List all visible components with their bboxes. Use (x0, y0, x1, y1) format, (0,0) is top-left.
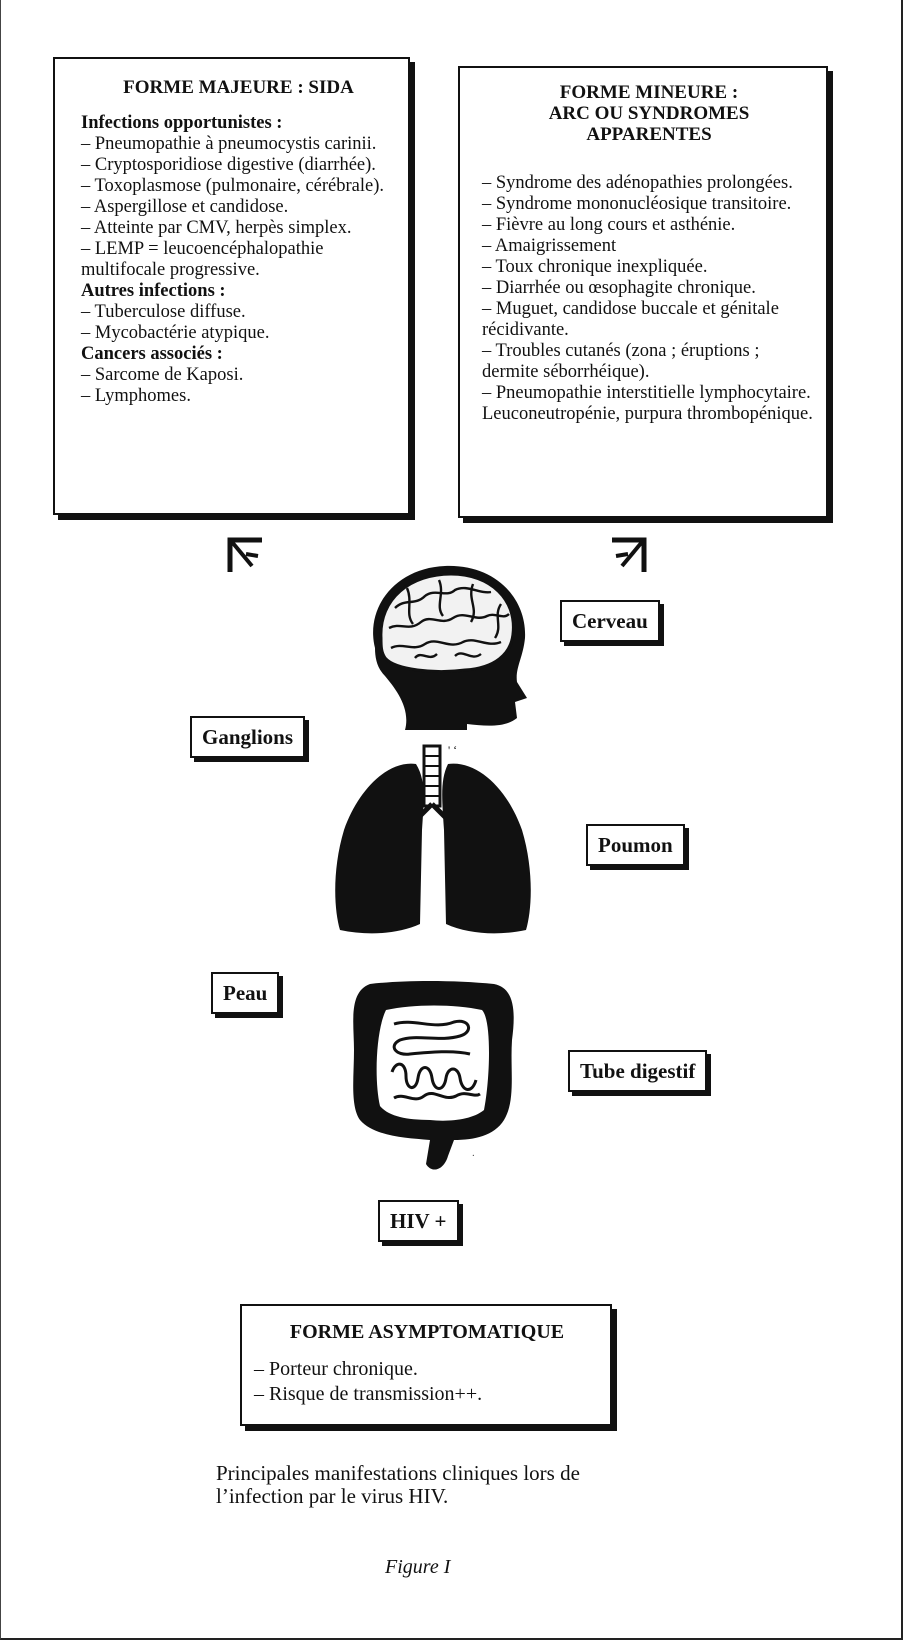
list-item: – Atteinte par CMV, herpès simplex. (81, 218, 396, 239)
section-heading: Autres infections : (81, 281, 396, 302)
figure-label: Figure I (385, 1556, 450, 1579)
asymptomatic-form-title: FORME ASYMPTOMATIQUE (254, 1322, 600, 1343)
minor-form-list: – Syndrome des adénopathies prolongées. … (482, 173, 816, 425)
list-item: – Cryptosporidiose digestive (diarrhée). (81, 155, 396, 176)
label-tube-digestif: Tube digestif (568, 1050, 707, 1092)
list-item: – LEMP = leucoencéphalopathie multifocal… (81, 239, 396, 281)
major-form-content: Infections opportunistes : – Pneumopathi… (81, 113, 396, 407)
label-peau: Peau (211, 972, 279, 1014)
list-item: – Mycobactérie atypique. (81, 323, 396, 344)
section-heading: Infections opportunistes : (81, 113, 396, 134)
minor-title-line: APPARENTES (482, 124, 816, 145)
list-item: – Fièvre au long cours et asthénie. (482, 215, 816, 236)
intestines-icon: . (344, 980, 520, 1176)
lungs-icon: ' ‘ (328, 740, 538, 940)
other-infections-section: Autres infections : – Tuberculose diffus… (81, 281, 396, 344)
list-item: – Pneumopathie interstitielle lymphocyta… (482, 383, 816, 425)
minor-title-line: ARC OU SYNDROMES (482, 103, 816, 124)
list-item: – Porteur chronique. (254, 1357, 600, 1382)
minor-title-line: FORME MINEURE : (482, 82, 816, 103)
list-item: – Syndrome des adénopathies prolongées. (482, 173, 816, 194)
arrow-up-right-icon (606, 530, 652, 576)
list-item: – Risque de transmission++. (254, 1382, 600, 1407)
list-item: – Diarrhée ou œsophagite chronique. (482, 278, 816, 299)
list-item: – Toux chronique inexpliquée. (482, 257, 816, 278)
list-item: – Troubles cutanés (zona ; éruptions ; d… (482, 341, 816, 383)
list-item: – Sarcome de Kaposi. (81, 365, 396, 386)
caption-line: Principales manifestations cliniques lor… (216, 1462, 580, 1485)
asymptomatic-form-box: FORME ASYMPTOMATIQUE – Porteur chronique… (240, 1304, 612, 1426)
major-form-title: FORME MAJEURE : SIDA (81, 77, 396, 98)
section-heading: Cancers associés : (81, 344, 396, 365)
svg-text:' ‘: ' ‘ (448, 743, 457, 757)
major-form-box: FORME MAJEURE : SIDA Infections opportun… (53, 57, 410, 515)
asymptomatic-list: – Porteur chronique. – Risque de transmi… (254, 1357, 600, 1407)
arrow-up-left-icon (222, 530, 268, 576)
list-item: – Syndrome mononucléosique transitoire. (482, 194, 816, 215)
minor-form-title: FORME MINEURE : ARC OU SYNDROMES APPAREN… (482, 82, 816, 145)
list-item: – Aspergillose et candidose. (81, 197, 396, 218)
list-item: – Amaigrissement (482, 236, 816, 257)
label-hiv: HIV + (378, 1200, 459, 1242)
brain-head-icon (355, 558, 535, 730)
list-item: – Lymphomes. (81, 386, 396, 407)
list-item: – Tuberculose diffuse. (81, 302, 396, 323)
list-item: – Muguet, candidose buccale et génitale … (482, 299, 816, 341)
opportunistic-infections-section: Infections opportunistes : – Pneumopathi… (81, 113, 396, 281)
caption-line: l’infection par le virus HIV. (216, 1485, 580, 1508)
figure-caption: Principales manifestations cliniques lor… (216, 1462, 580, 1508)
list-item: – Toxoplasmose (pulmonaire, cérébrale). (81, 176, 396, 197)
label-poumon: Poumon (586, 824, 685, 866)
associated-cancers-section: Cancers associés : – Sarcome de Kaposi. … (81, 344, 396, 407)
list-item: – Pneumopathie à pneumocystis carinii. (81, 134, 396, 155)
label-ganglions: Ganglions (190, 716, 305, 758)
label-cerveau: Cerveau (560, 600, 660, 642)
minor-form-box: FORME MINEURE : ARC OU SYNDROMES APPAREN… (458, 66, 828, 518)
svg-text:.: . (472, 1147, 475, 1159)
